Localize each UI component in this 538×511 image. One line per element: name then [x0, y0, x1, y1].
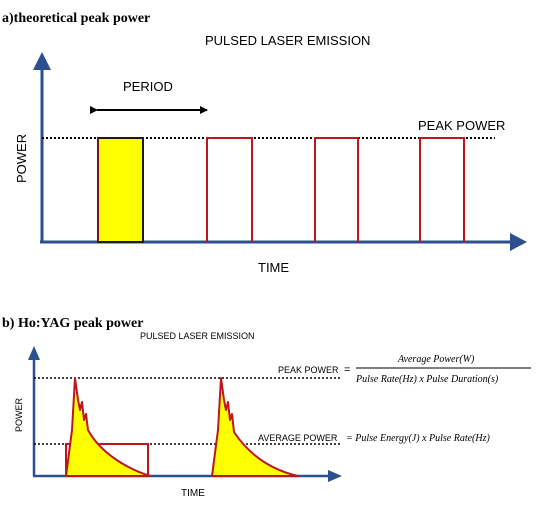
pulse-4 [419, 137, 465, 242]
panel-b-heading: b) Ho:YAG peak power [2, 316, 143, 331]
period-label: PERIOD [123, 79, 173, 94]
pulse-filled [97, 137, 144, 243]
panel-a-x-axis-arrow [510, 233, 527, 251]
panel-b: b) Ho:YAG peak power PULSED LASER EMISSI… [2, 316, 531, 499]
peak-power-numerator: Average Power(W) [397, 354, 475, 365]
panel-b-x-label: TIME [181, 488, 205, 499]
panel-b-y-axis-arrow [28, 346, 40, 360]
average-power-formula: = Pulse Energy(J) x Pulse Rate(Hz) [346, 433, 490, 444]
panel-b-y-label: POWER [14, 397, 24, 432]
peak-power-label: PEAK POWER [278, 365, 339, 375]
panel-a: a)theoretical peak power PULSED LASER EM… [2, 11, 527, 275]
peak-power-equals: = [344, 364, 350, 376]
pulse-3 [314, 137, 359, 242]
peak-power-denominator: Pulse Rate(Hz) x Pulse Duration(s) [355, 374, 499, 385]
ho-yag-pulse-1 [65, 377, 151, 477]
panel-b-x-axis-arrow [328, 470, 342, 482]
panel-a-x-label: TIME [258, 260, 289, 275]
panel-a-peak-label: PEAK POWER [418, 118, 505, 133]
panel-a-y-label: POWER [14, 134, 29, 183]
panel-b-title: PULSED LASER EMISSION [140, 331, 255, 341]
ho-yag-pulse-2 [211, 377, 299, 477]
panel-a-y-axis-arrow [33, 52, 51, 70]
average-power-box [65, 443, 149, 476]
panel-a-heading: a)theoretical peak power [2, 11, 150, 26]
pulse-2 [206, 137, 253, 242]
panel-a-title: PULSED LASER EMISSION [205, 33, 370, 48]
average-power-label: AVERAGE POWER [258, 433, 338, 443]
